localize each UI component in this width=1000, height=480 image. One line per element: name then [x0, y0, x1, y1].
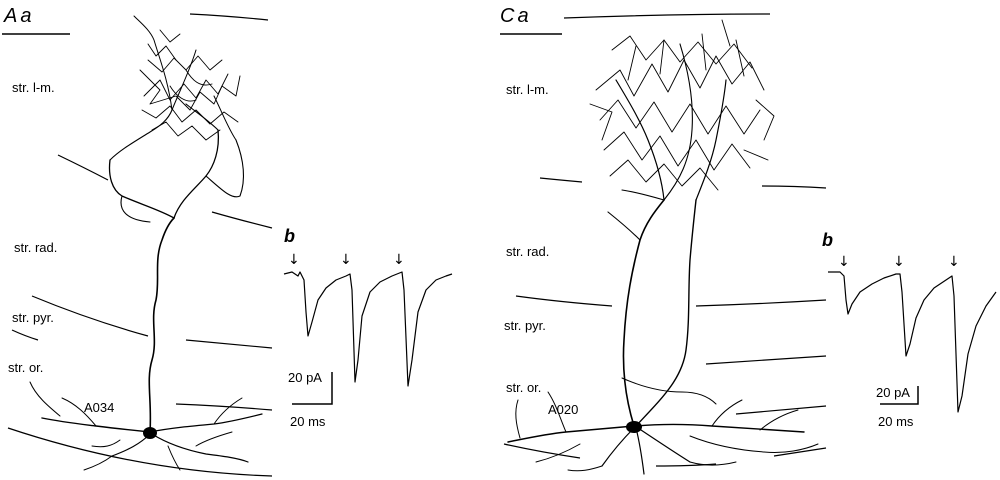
current-trace [828, 271, 997, 413]
cell-id-label: A020 [548, 402, 578, 417]
layer-boundary [539, 177, 583, 183]
down-arrow-icon: ↓ [838, 254, 850, 270]
layer-boundary [773, 447, 827, 457]
layer-label-pyr: str. pyr. [504, 318, 546, 333]
layer-boundary [11, 329, 39, 341]
layer-label-or: str. or. [506, 380, 541, 395]
layer-boundary [211, 211, 273, 229]
layer-label-rad: str. rad. [506, 244, 549, 259]
soma [626, 421, 642, 433]
layer-boundary [655, 463, 717, 467]
scale-current-label: 20 pA [876, 385, 910, 400]
layer-boundary [761, 185, 827, 189]
inset-label-b: b [822, 230, 833, 250]
layer-label-rad: str. rad. [14, 240, 57, 255]
neuron-tracing-right [507, 19, 819, 475]
scale-time-label: 20 ms [878, 414, 914, 429]
layer-boundary [503, 443, 581, 459]
soma [143, 427, 157, 439]
neuron-tracing-left [29, 15, 263, 471]
layer-boundary [189, 13, 269, 21]
layer-boundary [735, 405, 827, 415]
down-arrow-icon: ↓ [893, 254, 905, 270]
scale-current-label: 20 pA [288, 370, 322, 385]
layer-boundary [57, 154, 109, 181]
layer-boundary [695, 299, 827, 307]
layer-label-lm: str. l-m. [12, 80, 55, 95]
layer-boundary [185, 339, 273, 349]
layer-boundary [7, 427, 273, 477]
layer-boundary [31, 295, 149, 337]
inset-right: b ↓ ↓ ↓ 20 pA 20 ms [822, 230, 997, 429]
layer-boundary [705, 355, 827, 365]
inset-left: b ↓ ↓ ↓ 20 pA 20 ms [283, 226, 453, 429]
down-arrow-icon: ↓ [288, 252, 300, 268]
scale-bar [292, 372, 333, 405]
layer-label-or: str. or. [8, 360, 43, 375]
layer-label-lm: str. l-m. [506, 82, 549, 97]
layer-boundary [563, 13, 771, 19]
cell-id-label: A034 [84, 400, 114, 415]
current-trace [283, 271, 453, 387]
down-arrow-icon: ↓ [948, 254, 960, 270]
down-arrow-icon: ↓ [340, 252, 352, 268]
down-arrow-icon: ↓ [393, 252, 405, 268]
scale-bar [880, 386, 919, 405]
inset-label-b: b [284, 226, 295, 246]
layer-label-pyr: str. pyr. [12, 310, 54, 325]
scale-time-label: 20 ms [290, 414, 326, 429]
layer-boundary [175, 403, 273, 411]
layer-boundary [515, 295, 613, 307]
